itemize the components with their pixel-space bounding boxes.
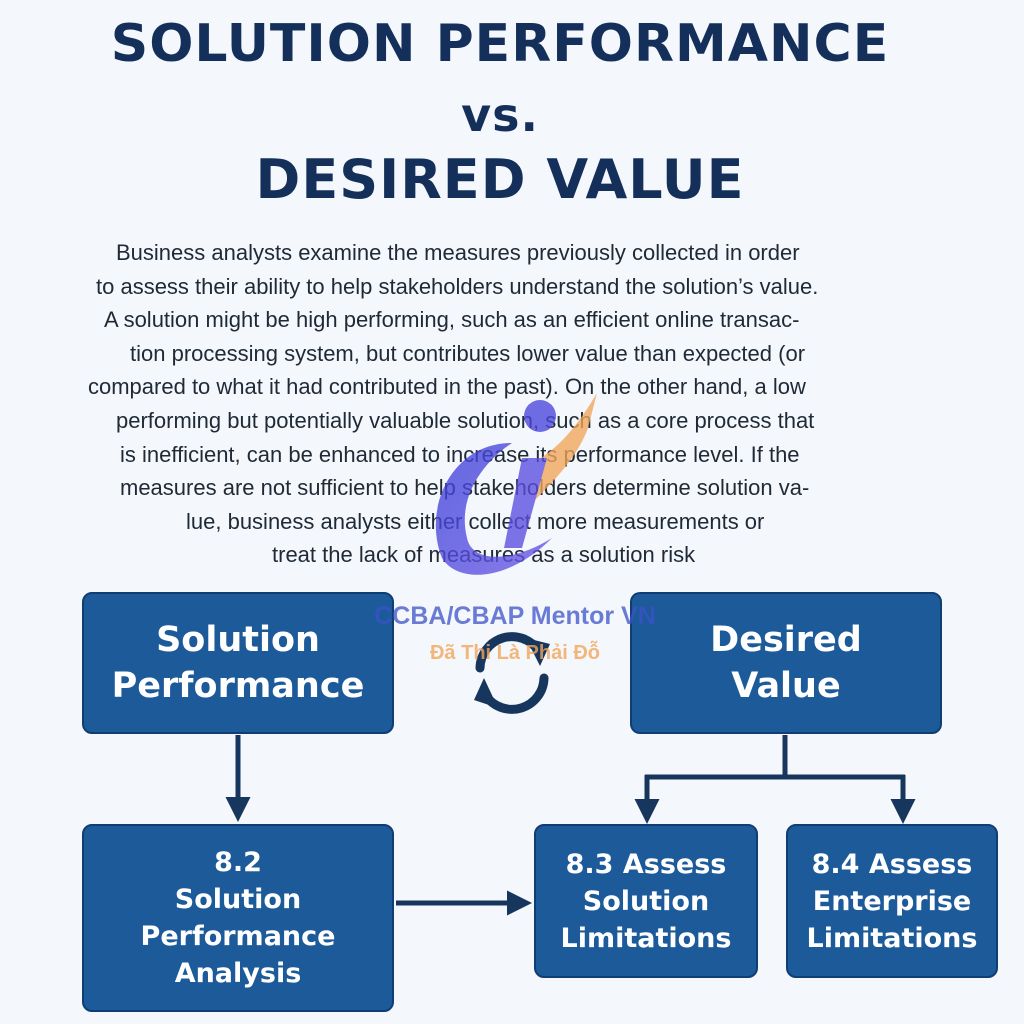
title-line-2: vs. — [461, 88, 539, 142]
paragraph-line: is inefficient, can be enhanced to incre… — [120, 441, 800, 467]
task-8-4-label: 8.4 Assess Enterprise Limitations — [806, 848, 978, 954]
cycle-arrows-icon — [474, 632, 550, 714]
paragraph-line: treat the lack of measures as a solution… — [272, 542, 696, 568]
solution-performance-label: Solution Performance — [111, 620, 365, 706]
task-8-3-box: 8.3 Assess Solution Limitations — [534, 824, 758, 978]
paragraph-line: to assess their ability to help stakehol… — [96, 273, 819, 299]
paragraph-line: lue, business analysts either collect mo… — [186, 508, 765, 534]
paragraph-line: Business analysts examine the measures p… — [116, 240, 800, 265]
mentor-logo-icon — [435, 393, 597, 575]
paragraph-line: tion processing system, but contributes … — [130, 340, 806, 366]
desired-value-label: Desired Value — [710, 620, 862, 706]
title-line-1: SOLUTION PERFORMANCE — [110, 14, 890, 74]
paragraph-line: A solution might be high performing, suc… — [104, 307, 800, 333]
paragraph-line: compared to what it had contributed in t… — [88, 374, 806, 400]
task-8-2-label: 8.2 Solution Performance Analysis — [140, 847, 336, 989]
task-8-2-box: 8.2 Solution Performance Analysis — [82, 824, 394, 1012]
task-8-4-box: 8.4 Assess Enterprise Limitations — [786, 824, 998, 978]
watermark-slogan: Đã Thi Là Phải Đỗ — [429, 642, 601, 664]
desired-value-box: Desired Value — [630, 592, 942, 734]
watermark-name: CCBA/CBAP Mentor VN — [374, 602, 656, 630]
paragraph-line: performing but potentially valuable solu… — [116, 407, 815, 433]
task-8-3-label: 8.3 Assess Solution Limitations — [560, 848, 732, 954]
solution-performance-box: Solution Performance — [82, 592, 394, 734]
title-line-3: DESIRED VALUE — [255, 148, 745, 211]
